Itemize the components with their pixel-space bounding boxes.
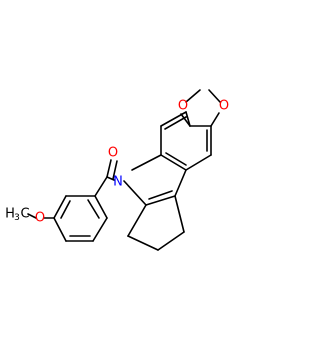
bond (112, 160, 118, 180)
bond (123, 180, 147, 206)
bond (53, 195, 67, 219)
bond (148, 190, 173, 200)
bond (145, 195, 176, 206)
molecule-structure: O O O N O H 3 C (5, 89, 229, 251)
oxygen-atom-label: O (35, 211, 45, 226)
bond (92, 217, 108, 242)
bond (27, 213, 37, 219)
bond (185, 154, 212, 171)
bond (157, 231, 185, 251)
bond (106, 159, 112, 178)
bond (174, 169, 187, 197)
bond (165, 152, 187, 166)
bond (185, 89, 201, 103)
atom-labels: O O O N O H 3 C (5, 99, 229, 226)
bond (127, 235, 159, 251)
bond (127, 204, 147, 237)
oxygen-atom-label: O (108, 146, 118, 161)
bond (60, 200, 71, 219)
bond (53, 217, 67, 242)
bond (208, 89, 221, 103)
oxygen-atom-label: O (178, 99, 188, 114)
methoxy-subscript-label: 3 (14, 213, 20, 223)
bond (131, 154, 162, 171)
bond (160, 111, 187, 127)
bond (94, 195, 108, 219)
bond (210, 112, 220, 127)
bond (94, 176, 108, 197)
bond (180, 113, 191, 127)
bond (185, 111, 191, 127)
bond (160, 154, 187, 171)
methoxy-c-label: C (20, 207, 29, 222)
methoxy-h-label: H (5, 207, 15, 222)
bond (87, 199, 100, 219)
bonds (27, 89, 221, 251)
oxygen-atom-label: O (219, 99, 229, 114)
bond (164, 116, 187, 130)
bond (174, 195, 185, 233)
nitrogen-atom-label: N (113, 175, 123, 190)
